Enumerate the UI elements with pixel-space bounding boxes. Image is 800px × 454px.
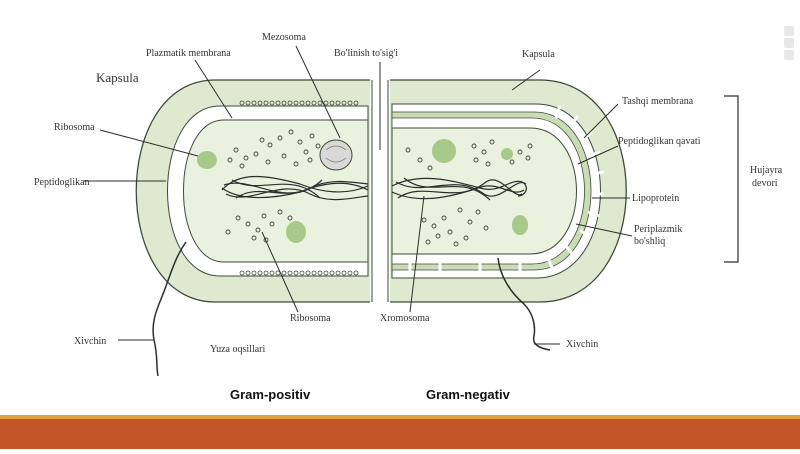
label-yuza-oqsillari: Yuza oqsillari	[210, 344, 265, 355]
label-hujayra-2: devori	[752, 178, 778, 189]
scroll-mark-3	[784, 50, 794, 60]
inclusion-left-1	[197, 151, 217, 169]
label-lipoprotein: Lipoprotein	[632, 193, 679, 204]
chromosome-left	[221, 175, 369, 201]
label-peptidoglikan-left: Peptidoglikan	[34, 177, 90, 188]
chromosome-right	[391, 177, 527, 201]
flagellum-left	[152, 241, 187, 377]
label-kapsula-left: Kapsula	[96, 70, 139, 85]
caption-gram-positive: Gram-positiv	[230, 387, 311, 402]
mesosome-folds	[325, 145, 347, 163]
inclusion-right-1	[432, 139, 456, 163]
mesosome	[319, 139, 353, 171]
cell-wall-bracket	[724, 95, 739, 263]
label-xromosoma: Xromosoma	[380, 313, 430, 324]
flagellum-right	[497, 257, 551, 351]
label-mezosoma: Mezosoma	[262, 32, 306, 43]
inclusion-right-3	[512, 215, 528, 235]
bottom-accent-bar	[0, 415, 800, 449]
scroll-mark-2	[784, 38, 794, 48]
leader-lines	[84, 45, 633, 345]
label-ribosoma-bottom: Ribosoma	[290, 313, 331, 324]
bottom-bar-thin-stripe	[0, 415, 800, 419]
label-ribosoma-left: Ribosoma	[54, 122, 95, 133]
label-xivchin-right: Xivchin	[566, 339, 598, 350]
inclusion-left-2	[286, 221, 306, 243]
label-periplazmik-2: bo'shliq	[634, 236, 665, 247]
ribosomes	[225, 129, 533, 247]
scroll-indicator[interactable]	[782, 24, 796, 70]
surface-proteins-top	[239, 100, 359, 106]
label-kapsula-right: Kapsula	[522, 49, 555, 60]
label-periplazmik-1: Periplazmik	[634, 224, 682, 235]
lipoprotein-stripes	[408, 105, 605, 272]
label-xivchin-left: Xivchin	[74, 336, 106, 347]
surface-proteins-bottom	[239, 270, 359, 276]
caption-gram-negative: Gram-negativ	[426, 387, 511, 402]
label-bolinish: Bo'linish to'sig'i	[334, 48, 398, 59]
label-tashqi-membrana: Tashqi membrana	[622, 96, 694, 107]
scroll-mark-1	[784, 26, 794, 36]
label-hujayra-1: Hujayra	[750, 165, 783, 176]
inclusion-right-2	[501, 148, 513, 160]
bottom-bar-thick-stripe	[0, 419, 800, 449]
label-plazmatik-membrana: Plazmatik membrana	[146, 48, 231, 59]
division-gap	[370, 60, 390, 322]
label-peptidoglikan-qavati: Peptidoglikan qavati	[618, 136, 701, 147]
